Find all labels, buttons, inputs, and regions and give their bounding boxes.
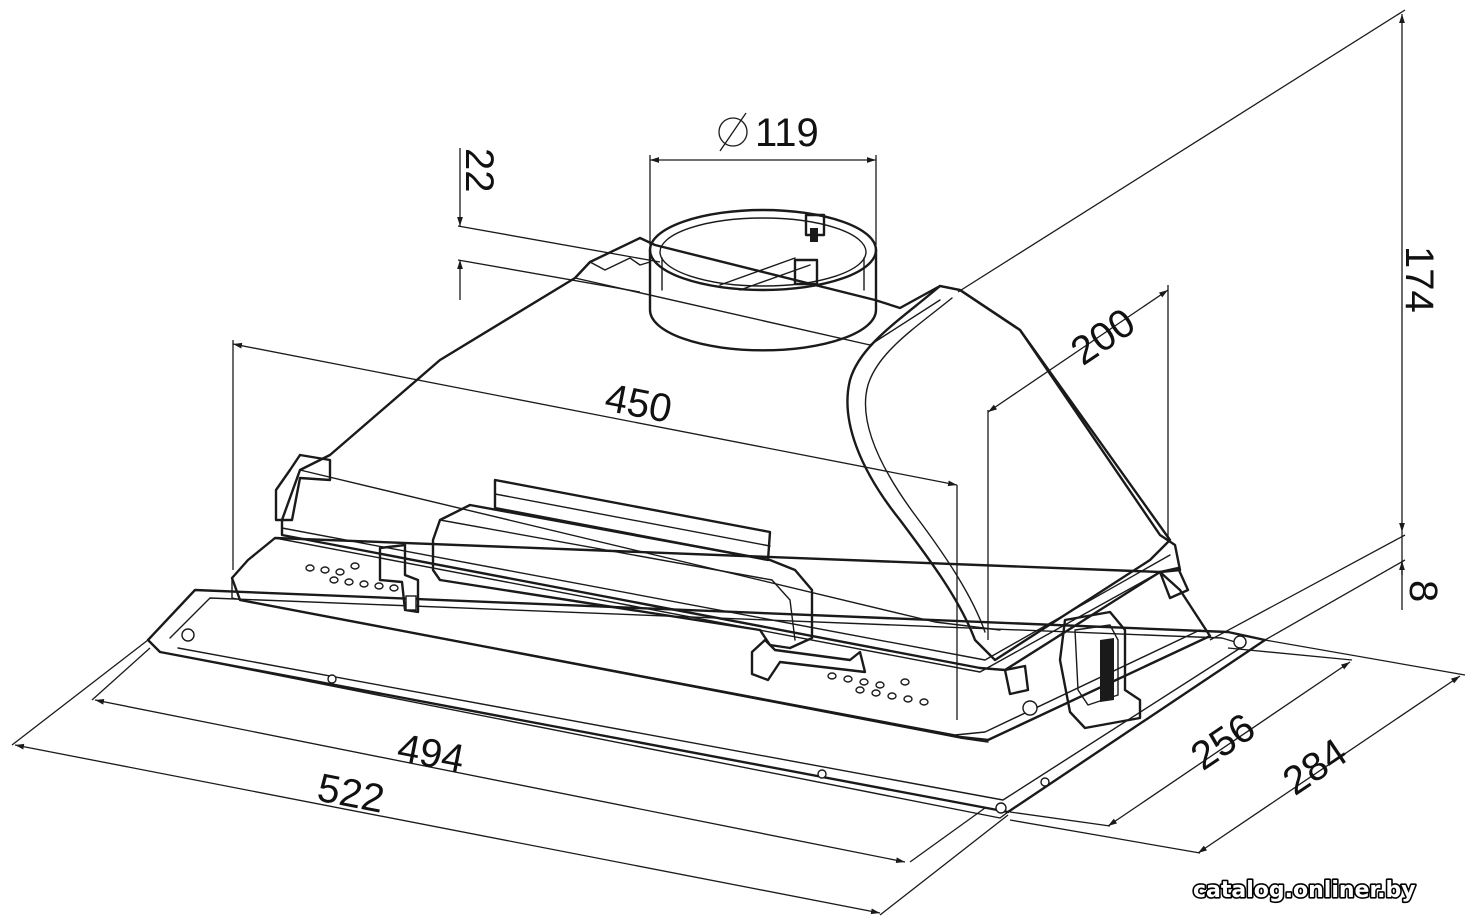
frame-screw-left (181, 628, 195, 642)
collar-inner-wall (661, 257, 865, 291)
watermark-text: catalog.onliner.by (1193, 878, 1416, 903)
label-diameter: 119 (755, 111, 819, 155)
collar-side (648, 248, 878, 352)
ext-line-256-right (1227, 647, 1353, 661)
label-body-width: 494 (394, 726, 468, 782)
left-bracket-body (274, 453, 332, 522)
vent-holes-left (305, 562, 399, 592)
ext-line-284-right (1264, 639, 1466, 676)
dim-line-522 (14, 743, 881, 915)
dim-line-200 (987, 289, 1169, 413)
ext-line-22-bottom (457, 259, 641, 293)
right-clip (1158, 566, 1190, 600)
dimension-lines (11, 9, 1466, 916)
front-center-clip (750, 638, 867, 682)
frame-outer-edge (146, 588, 1267, 814)
housing-rim-lower (274, 537, 1161, 673)
housing-roof-ridge (299, 469, 1001, 631)
ext-line-494-right (909, 807, 986, 863)
label-collar-height: 22 (457, 148, 501, 193)
label-frame-width: 522 (314, 766, 388, 822)
housing-top-step (589, 257, 651, 271)
frame-screw-front-right (817, 769, 827, 779)
ext-line-256-left (1009, 811, 1111, 827)
motor-cover-ridge (439, 519, 796, 641)
ext-line-174-bottom (1209, 534, 1406, 641)
collar-latch (793, 258, 819, 286)
label-inner-depth: 200 (1063, 300, 1143, 374)
ext-line-8 (1264, 559, 1406, 641)
tray-inner-edge (239, 599, 1201, 736)
dimension-labels: 119 22 450 200 174 8 494 522 256 284 (314, 111, 1445, 822)
housing-outline (280, 236, 1182, 672)
ext-line-174-top (957, 9, 1406, 293)
dim-line-284 (1197, 675, 1461, 854)
motor-cover (431, 478, 814, 650)
right-bracket-hook (1100, 638, 1114, 702)
control-strip-line (494, 493, 771, 547)
label-inner-width: 450 (602, 376, 676, 432)
bottom-frame (146, 588, 1267, 819)
ext-line-284-left (1009, 819, 1201, 854)
right-bracket-screw (1022, 700, 1038, 716)
left-clip-slot (405, 595, 417, 611)
left-clip (378, 543, 420, 614)
lower-tray (230, 536, 1212, 743)
label-body-depth: 256 (1183, 705, 1263, 779)
dim-line-450 (232, 342, 958, 487)
dim-line-494 (94, 698, 906, 864)
ext-line-522-right (879, 814, 1009, 916)
housing-side-curve-inner (864, 297, 986, 633)
tray-front-face (231, 577, 989, 743)
frame-lower-lip (159, 651, 1009, 819)
ext-line-522-left (11, 639, 149, 746)
front-center-clip-body (750, 638, 867, 682)
ext-line-22-top (457, 225, 661, 263)
vent-holes-right (827, 672, 929, 706)
frame-screw-corner (995, 802, 1007, 814)
collar-rim (648, 208, 878, 292)
collar-inner-rim (659, 217, 867, 287)
diameter-symbol-icon (718, 117, 748, 147)
frame-screw-right (1233, 635, 1247, 649)
motor-cover-outline (431, 503, 814, 650)
control-strip (493, 478, 772, 562)
collar-tab-mark (810, 228, 818, 242)
ext-line-494-left (91, 647, 151, 701)
housing-rim (281, 527, 1171, 661)
front-right-clip (1003, 664, 1030, 696)
frame-screw-front-left (327, 674, 337, 684)
housing-top-edge (574, 277, 941, 346)
diameter-slash (719, 112, 747, 152)
label-total-height: 174 (1397, 246, 1441, 313)
label-frame-thickness: 8 (1401, 580, 1445, 602)
frame-screw-side (1040, 777, 1050, 787)
duct-collar (648, 208, 878, 352)
